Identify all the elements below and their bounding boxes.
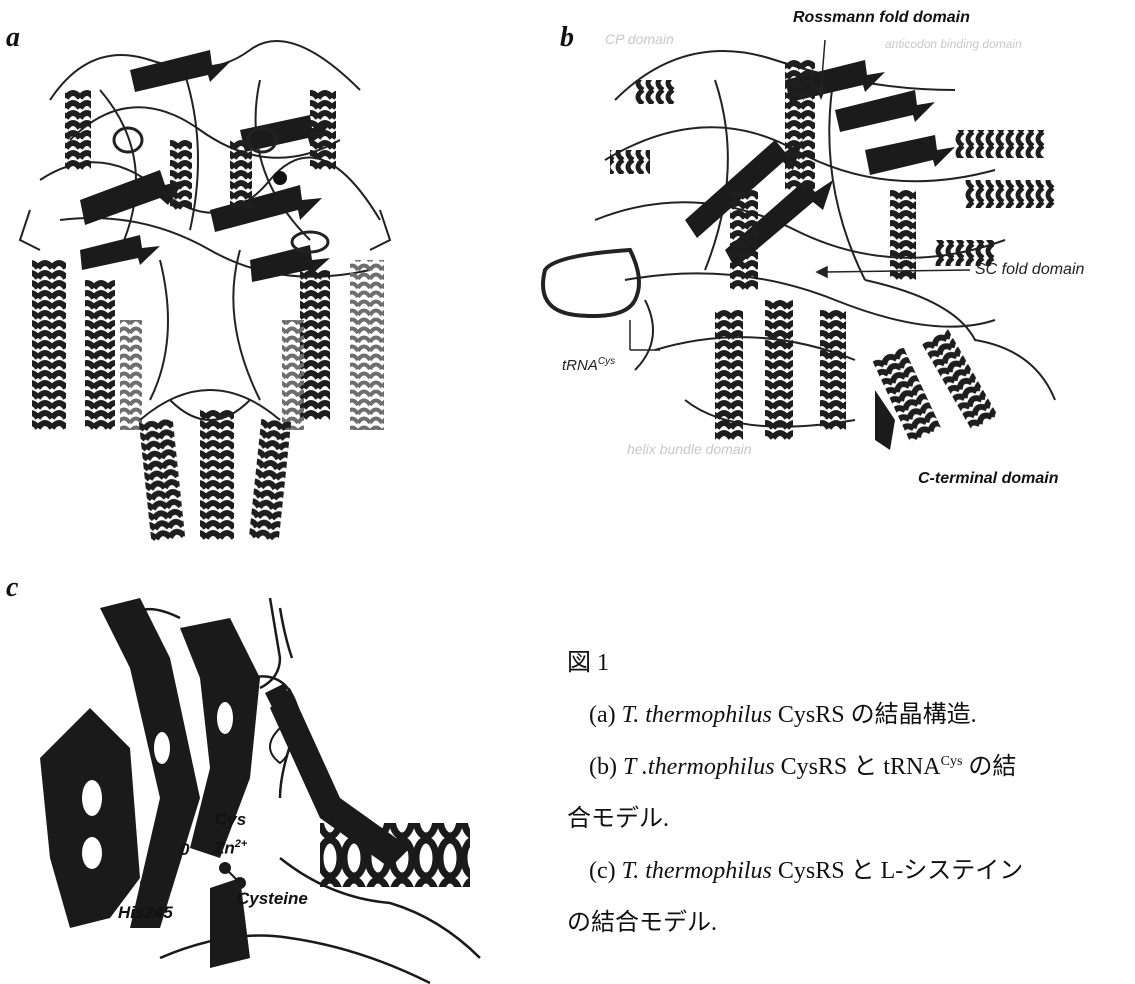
panel-a-structure-image <box>10 20 410 550</box>
caption-c: (c) T. thermophilus CysRS と L-システイン <box>589 850 1023 885</box>
panel-c-letter: c <box>6 574 18 602</box>
caption-b: (b) T .thermophilus CysRS と tRNACys の結 <box>589 746 1016 781</box>
panel-c-structure-image <box>30 598 560 984</box>
label-partial-residue: 0 <box>180 841 189 858</box>
label-helix-bundle-domain: helix bundle domain <box>627 442 752 456</box>
label-c-terminal-domain: C-terminal domain <box>918 471 1058 487</box>
caption-a: (a) T. thermophilus CysRS の結晶構造. <box>589 694 977 729</box>
label-rossmann-fold-domain: Rossmann fold domain <box>793 10 970 26</box>
panel-b-structure-image <box>535 20 1115 500</box>
label-trna-cys: tRNACys <box>562 357 615 373</box>
caption-c-continued: の結合モデル. <box>567 902 717 937</box>
caption-title: 図 1 <box>567 642 609 677</box>
label-cys: Cys <box>215 811 246 828</box>
label-sc-fold-domain: SC fold domain <box>975 262 1084 278</box>
caption-b-continued: 合モデル. <box>567 798 669 833</box>
label-cysteine: Cysteine <box>237 890 308 907</box>
label-anticodon-binding-domain: anticodon binding domain <box>885 38 1022 50</box>
label-cp-domain: CP domain <box>605 32 674 46</box>
label-his245: His245 <box>118 904 173 921</box>
label-zn2plus: Zn2+ <box>214 839 247 857</box>
